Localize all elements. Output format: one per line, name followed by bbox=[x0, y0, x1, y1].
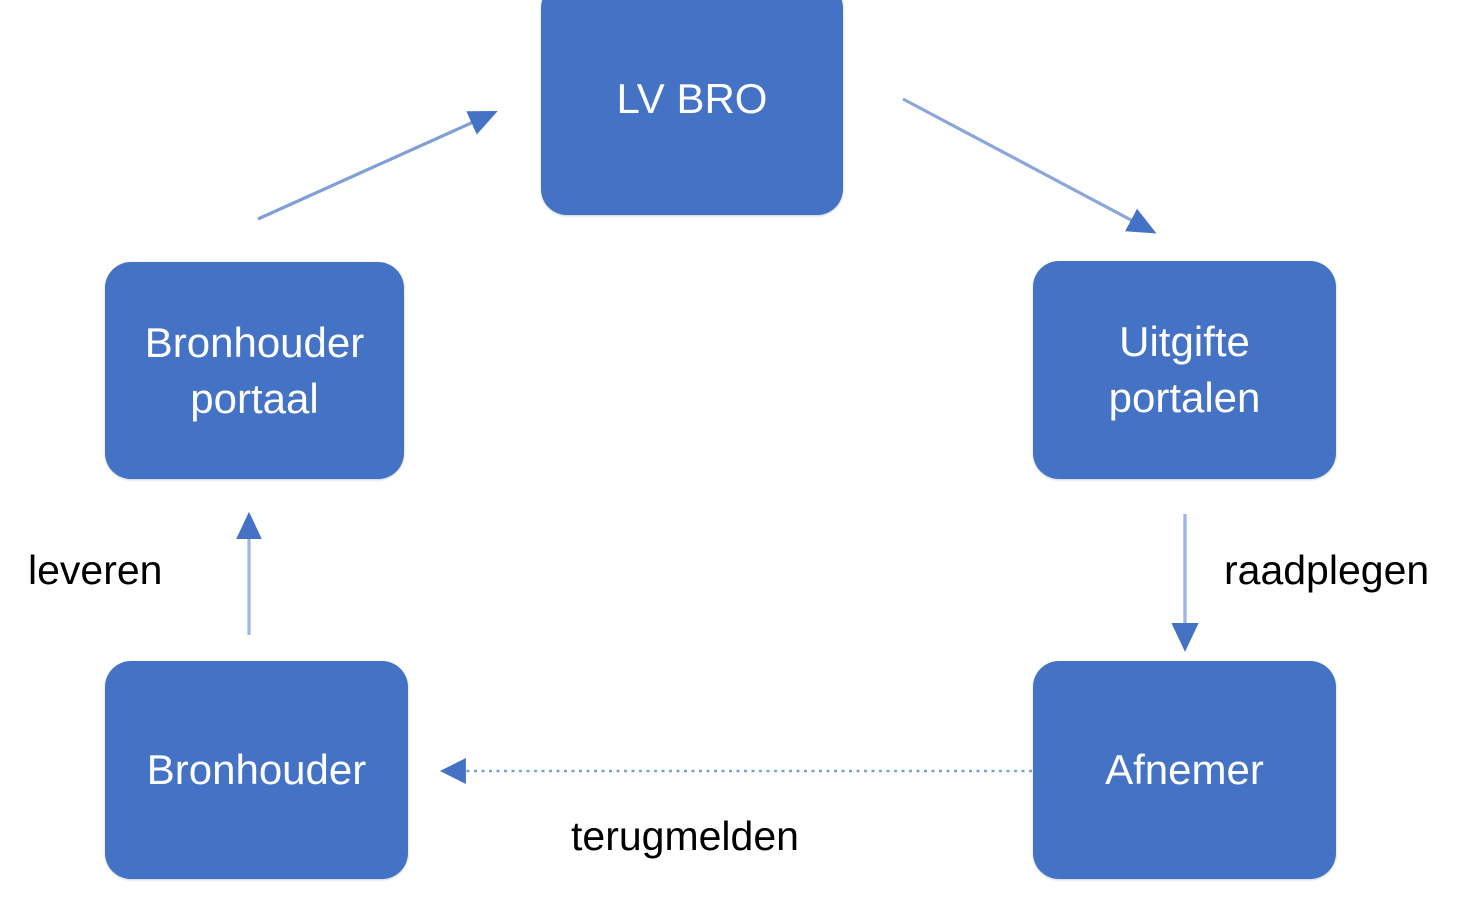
edge-label-terugmelden: terugmelden bbox=[571, 813, 799, 859]
node-uitgifte-portalen[interactable]: Uitgifte portalen bbox=[1033, 261, 1336, 479]
edge-bronhouder-portaal-to-lv-bro bbox=[257, 111, 498, 221]
node-bronhouder[interactable]: Bronhouder bbox=[105, 661, 408, 879]
node-lv-bro[interactable]: LV BRO bbox=[541, 0, 843, 215]
edge-label-raadplegen: raadplegen bbox=[1224, 547, 1430, 593]
edge-lv-bro-to-uitgifte-portalen bbox=[902, 97, 1157, 234]
node-bronhouder-portaal[interactable]: Bronhouder portaal bbox=[105, 262, 404, 479]
node-afnemer[interactable]: Afnemer bbox=[1033, 661, 1336, 879]
edge-label-leveren: leveren bbox=[28, 547, 163, 593]
